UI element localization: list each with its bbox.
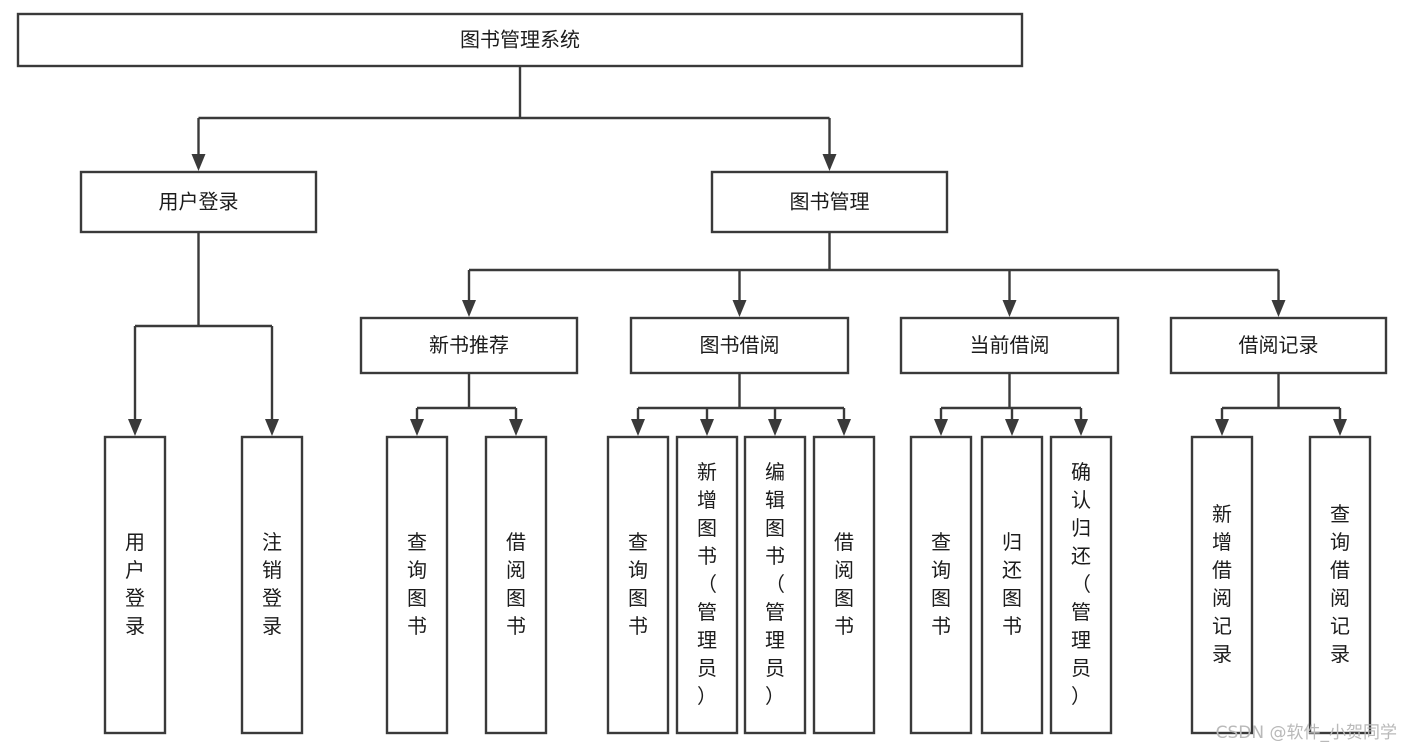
arrow-head-leaf-add-record — [1215, 419, 1229, 436]
node-label-leaf-add-record: 新增借阅记录 — [1212, 502, 1232, 666]
node-current-borrow[interactable]: 当前借阅 — [899, 316, 1120, 375]
arrow-head-leaf-query-book-cur — [934, 419, 948, 436]
arrow-head-leaf-query-book-rec — [410, 419, 424, 436]
node-box-leaf-borrow-book — [812, 435, 876, 735]
node-box-root — [16, 12, 1024, 68]
node-root[interactable]: 图书管理系统 — [16, 12, 1024, 68]
node-box-leaf-query-record — [1308, 435, 1372, 735]
node-leaf-query-book-rec[interactable]: 查询图书 — [385, 435, 449, 735]
node-box-leaf-borrow-book-rec — [484, 435, 548, 735]
arrow-head-leaf-add-book — [700, 419, 714, 436]
node-leaf-return-book[interactable]: 归还图书 — [980, 435, 1044, 735]
node-label-current-borrow: 当前借阅 — [970, 333, 1050, 357]
node-box-leaf-add-book — [675, 435, 739, 735]
node-label-leaf-logout: 注销登录 — [262, 530, 282, 638]
arrow-head-user-login — [191, 154, 206, 171]
node-label-leaf-confirm-return: 确认归还（管理员） — [1071, 460, 1091, 708]
node-leaf-query-record[interactable]: 查询借阅记录 — [1308, 435, 1372, 735]
arrow-head-leaf-borrow-book-rec — [509, 419, 523, 436]
node-label-user-login: 用户登录 — [159, 190, 239, 214]
node-leaf-add-book[interactable]: 新增图书（管理员） — [675, 435, 739, 735]
arrow-head-leaf-query-record — [1333, 419, 1347, 436]
node-box-leaf-confirm-return — [1049, 435, 1113, 735]
arrow-layer — [128, 154, 1347, 436]
arrow-head-leaf-borrow-book — [837, 419, 851, 436]
node-box-current-borrow — [899, 316, 1120, 375]
csdn-watermark: CSDN @软件_小贺同学 — [1215, 723, 1397, 743]
node-box-leaf-query-book-cur — [909, 435, 973, 735]
arrow-head-borrow-record — [1271, 300, 1286, 317]
node-new-book-rec[interactable]: 新书推荐 — [359, 316, 579, 375]
arrow-head-book-borrow — [732, 300, 747, 317]
node-box-user-login — [79, 170, 318, 234]
node-layer: 图书管理系统用户登录图书管理新书推荐图书借阅当前借阅借阅记录用户登录注销登录查询… — [16, 12, 1388, 735]
node-label-root: 图书管理系统 — [460, 28, 580, 52]
node-box-new-book-rec — [359, 316, 579, 375]
node-leaf-borrow-book-rec[interactable]: 借阅图书 — [484, 435, 548, 735]
arrow-head-leaf-user-login — [128, 419, 142, 436]
arrow-head-leaf-logout — [265, 419, 279, 436]
node-label-leaf-query-book-borrow: 查询图书 — [628, 530, 648, 638]
node-leaf-borrow-book[interactable]: 借阅图书 — [812, 435, 876, 735]
node-leaf-user-login[interactable]: 用户登录 — [103, 435, 167, 735]
arrow-head-book-manage — [822, 154, 837, 171]
arrow-head-new-book-rec — [462, 300, 476, 317]
node-leaf-query-book-cur[interactable]: 查询图书 — [909, 435, 973, 735]
node-box-book-borrow — [629, 316, 850, 375]
node-leaf-query-book-borrow[interactable]: 查询图书 — [606, 435, 670, 735]
node-label-leaf-add-book: 新增图书（管理员） — [697, 460, 717, 708]
node-box-leaf-user-login — [103, 435, 167, 735]
arrow-head-leaf-return-book — [1005, 419, 1019, 436]
node-label-leaf-query-record: 查询借阅记录 — [1330, 502, 1350, 666]
node-label-leaf-query-book-cur: 查询图书 — [931, 530, 951, 638]
node-label-borrow-record: 借阅记录 — [1239, 333, 1319, 357]
arrow-head-leaf-confirm-return — [1074, 419, 1088, 436]
node-label-new-book-rec: 新书推荐 — [429, 333, 509, 357]
arrow-head-current-borrow — [1002, 300, 1017, 317]
node-book-manage[interactable]: 图书管理 — [710, 170, 949, 234]
node-label-leaf-user-login: 用户登录 — [125, 530, 145, 638]
node-box-leaf-logout — [240, 435, 304, 735]
node-box-book-manage — [710, 170, 949, 234]
node-label-book-manage: 图书管理 — [790, 190, 870, 214]
node-box-leaf-edit-book — [743, 435, 807, 735]
node-user-login[interactable]: 用户登录 — [79, 170, 318, 234]
connector-layer — [133, 66, 1342, 420]
node-box-leaf-query-book-rec — [385, 435, 449, 735]
node-label-book-borrow: 图书借阅 — [700, 333, 780, 357]
node-box-leaf-return-book — [980, 435, 1044, 735]
node-label-leaf-return-book: 归还图书 — [1002, 530, 1022, 638]
node-leaf-add-record[interactable]: 新增借阅记录 — [1190, 435, 1254, 735]
node-box-borrow-record — [1169, 316, 1388, 375]
arrow-head-leaf-query-book-borrow — [631, 419, 645, 436]
node-label-leaf-borrow-book: 借阅图书 — [834, 530, 854, 638]
node-box-leaf-query-book-borrow — [606, 435, 670, 735]
arrow-head-leaf-edit-book — [768, 419, 782, 436]
node-label-leaf-edit-book: 编辑图书（管理员） — [765, 460, 785, 708]
node-box-leaf-add-record — [1190, 435, 1254, 735]
node-label-leaf-query-book-rec: 查询图书 — [407, 530, 427, 638]
node-borrow-record[interactable]: 借阅记录 — [1169, 316, 1388, 375]
node-leaf-logout[interactable]: 注销登录 — [240, 435, 304, 735]
node-leaf-edit-book[interactable]: 编辑图书（管理员） — [743, 435, 807, 735]
node-leaf-confirm-return[interactable]: 确认归还（管理员） — [1049, 435, 1113, 735]
node-book-borrow[interactable]: 图书借阅 — [629, 316, 850, 375]
node-label-leaf-borrow-book-rec: 借阅图书 — [506, 530, 526, 638]
